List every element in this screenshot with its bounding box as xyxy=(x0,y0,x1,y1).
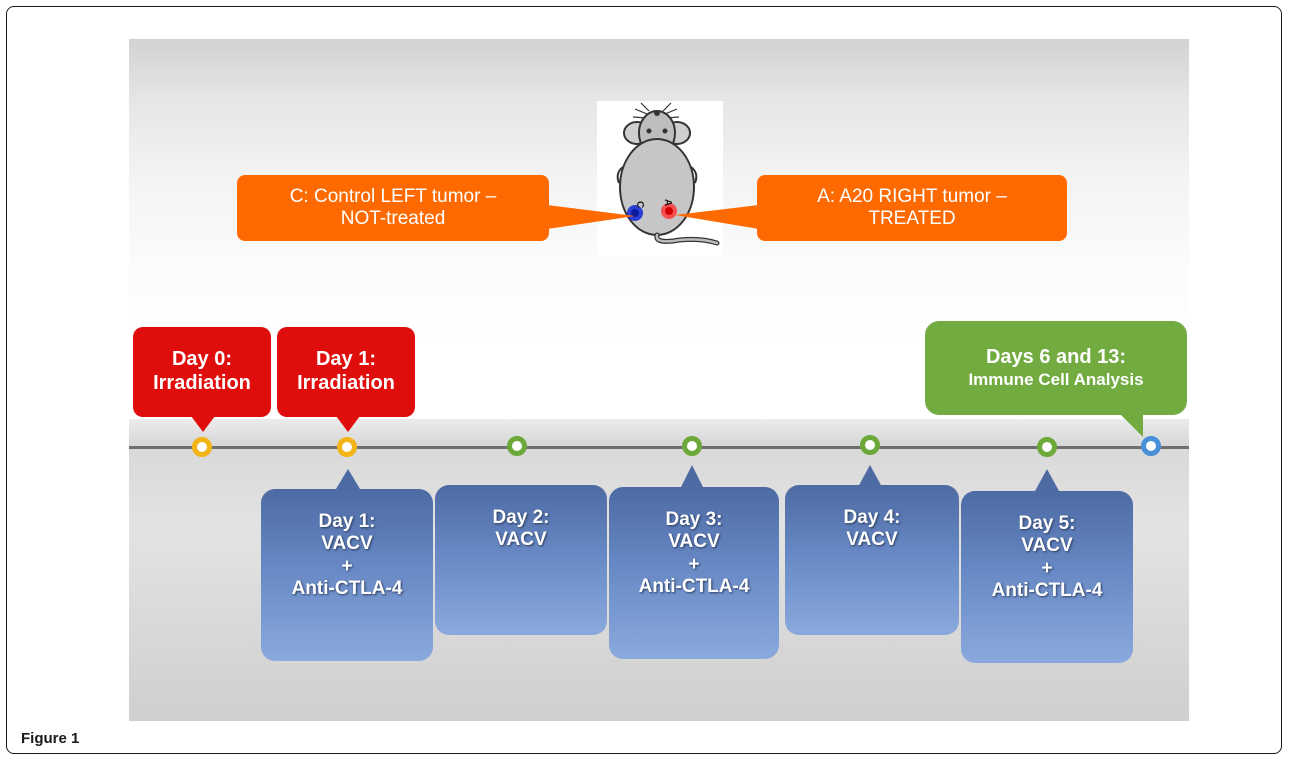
day1-treatment: Irradiation xyxy=(297,372,395,394)
day1-label: Day 1: xyxy=(315,348,377,371)
day5-vacv-line2: VACV xyxy=(1021,535,1073,557)
day2-vacv-line2: VACV xyxy=(495,529,547,551)
day1-vacv-line1: Day 1: xyxy=(318,511,376,532)
timeline-node-analysis xyxy=(1141,436,1161,456)
day3-vacv-line3: + xyxy=(688,553,700,575)
day3-vacv-line2: VACV xyxy=(668,531,720,553)
diagram-slide: C A C: Control LEFT tumor – NOT-treated … xyxy=(129,39,1189,721)
timeline-node-day2 xyxy=(507,436,527,456)
day5-vacv-line3: + xyxy=(1041,557,1053,579)
analysis-pointer xyxy=(1119,413,1143,437)
control-tumor-line2: NOT-treated xyxy=(340,208,446,229)
treated-callout-pointer xyxy=(675,205,759,229)
day5-vacv-box: Day 5: VACV + Anti-CTLA-4 xyxy=(961,491,1133,663)
timeline-node-day5 xyxy=(1037,437,1057,457)
day3-vacv-pointer xyxy=(680,465,704,489)
day1-vacv-line4: Anti-CTLA-4 xyxy=(291,578,403,600)
day4-vacv-pointer xyxy=(858,465,882,487)
tumor-letter-a: A xyxy=(662,199,673,206)
day1-vacv-box: Day 1: VACV + Anti-CTLA-4 xyxy=(261,489,433,661)
treated-tumor-line1: A: A20 RIGHT tumor – xyxy=(817,185,1007,207)
day1-pointer xyxy=(336,416,360,432)
control-tumor-callout: C: Control LEFT tumor – NOT-treated xyxy=(237,175,549,241)
timeline-axis xyxy=(129,446,1189,449)
day5-vacv-line4: Anti-CTLA-4 xyxy=(991,580,1103,602)
day5-vacv-pointer xyxy=(1035,469,1059,491)
day4-vacv-line1: Day 4: xyxy=(843,507,901,528)
day0-irradiation-callout: Day 0: Irradiation xyxy=(133,327,271,417)
day1-irradiation-callout: Day 1: Irradiation xyxy=(277,327,415,417)
day1-vacv-line3: + xyxy=(341,555,353,577)
day1-vacv-pointer xyxy=(336,469,360,489)
day5-vacv-line1: Day 5: xyxy=(1018,513,1076,534)
day1-vacv-line2: VACV xyxy=(321,533,373,555)
control-callout-pointer xyxy=(547,205,635,229)
treated-tumor-callout: A: A20 RIGHT tumor – TREATED xyxy=(757,175,1067,241)
tumor-letter-c: C xyxy=(634,201,645,208)
day0-label: Day 0: xyxy=(171,348,233,371)
day4-vacv-line2: VACV xyxy=(846,529,898,551)
timeline-band-upper xyxy=(129,419,1189,447)
day3-vacv-line4: Anti-CTLA-4 xyxy=(638,576,750,598)
timeline-node-day4 xyxy=(860,435,880,455)
timeline-node-day1 xyxy=(337,437,357,457)
figure-frame: C A C: Control LEFT tumor – NOT-treated … xyxy=(6,6,1282,754)
figure-caption: Figure 1 xyxy=(21,730,80,747)
treated-tumor-line2: TREATED xyxy=(868,208,956,229)
day3-vacv-line1: Day 3: xyxy=(665,509,723,530)
mouse-illustration: C A xyxy=(597,101,723,256)
analysis-description: Immune Cell Analysis xyxy=(968,369,1144,389)
day0-pointer xyxy=(191,416,215,432)
day4-vacv-box: Day 4: VACV xyxy=(785,485,959,635)
control-tumor-line1: C: Control LEFT tumor – xyxy=(289,185,497,207)
day3-vacv-box: Day 3: VACV + Anti-CTLA-4 xyxy=(609,487,779,659)
timeline-node-day3 xyxy=(682,436,702,456)
day0-treatment: Irradiation xyxy=(153,372,251,394)
day2-vacv-line1: Day 2: xyxy=(492,507,550,528)
analysis-days-label: Days 6 and 13: xyxy=(985,346,1127,369)
immune-analysis-callout: Days 6 and 13: Immune Cell Analysis xyxy=(925,321,1187,415)
day2-vacv-box: Day 2: VACV xyxy=(435,485,607,635)
timeline-node-day0 xyxy=(192,437,212,457)
mouse-icon: C A xyxy=(616,102,720,246)
